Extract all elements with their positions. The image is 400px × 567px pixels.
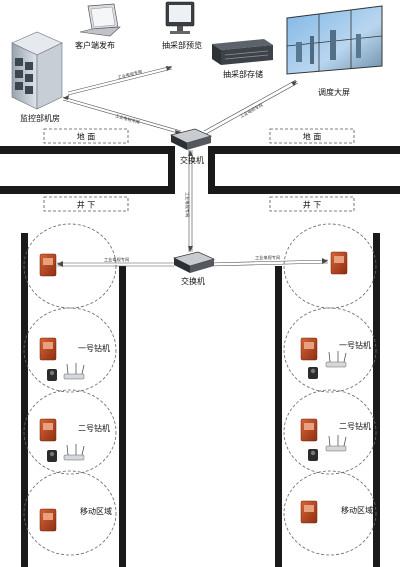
- surface-right-label: 地 面: [303, 132, 322, 142]
- coverage-circle: [283, 307, 377, 393]
- wireless-unit-icon: [300, 337, 318, 361]
- drill2-right-label: 二号钻机: [339, 421, 371, 431]
- tunnel-walls: [21, 233, 380, 567]
- cable-switch-screen: [203, 79, 297, 132]
- client-release-label: 客户端发布: [75, 40, 115, 50]
- storage-device-icon: [212, 39, 273, 65]
- mining-storage-label: 抽采部存储: [223, 69, 263, 79]
- shaft-walls: [0, 146, 400, 194]
- coverage-circle: [23, 389, 117, 475]
- access-point-icon: [63, 444, 85, 461]
- link-label: 工业电视专网: [104, 256, 129, 263]
- switch-mid-label: 交换机: [181, 276, 205, 286]
- access-point-icon: [63, 363, 85, 380]
- wireless-unit-icon: [300, 500, 318, 524]
- mobile-right-label: 移动区域: [341, 505, 373, 515]
- wireless-unit-icon: [300, 418, 318, 442]
- link-label: 工业电视专网: [239, 101, 264, 119]
- coverage-circle: [23, 470, 117, 556]
- drill1-right-label: 一号钻机: [339, 340, 371, 350]
- cable-arrows: [57, 66, 328, 267]
- mobile-left-label: 移动区域: [80, 506, 112, 516]
- access-point-icon: [325, 351, 347, 368]
- drill1-left-label: 一号钻机: [78, 343, 110, 353]
- camera-icon: [47, 450, 57, 462]
- mining-preview-label: 抽采部预览: [162, 40, 202, 50]
- access-point-icon: [325, 435, 347, 452]
- wireless-unit-icon: [39, 508, 57, 532]
- link-label: 工业电视专网: [114, 112, 140, 126]
- laptop-icon: [79, 3, 121, 37]
- drill2-left-label: 二号钻机: [78, 423, 110, 433]
- camera-icon: [308, 367, 318, 379]
- coverage-circles: [23, 223, 377, 556]
- wireless-unit-icon: [39, 253, 57, 277]
- link-label: 工业电视专网: [255, 254, 280, 261]
- dispatch-screen-label: 调度大屏: [318, 87, 350, 97]
- cable-monitor-switch: [62, 96, 182, 132]
- wireless-unit-icon: [39, 337, 57, 361]
- underground-right-label: 井 下: [303, 200, 322, 210]
- link-label: 工业电视专网: [184, 192, 191, 217]
- video-wall-icon: [286, 5, 383, 75]
- coverage-circle: [283, 389, 377, 475]
- switch-icon: [169, 128, 213, 150]
- coverage-circle: [283, 470, 377, 556]
- zone-labels: 地 面 地 面 井 下 井 下: [43, 128, 355, 212]
- coverage-circle: [23, 307, 117, 393]
- link-label: 工业电视专网: [117, 68, 143, 81]
- cable-client-monitor: [67, 65, 173, 93]
- wireless-unit-icon: [330, 251, 348, 275]
- switch-top-label: 交换机: [180, 155, 204, 165]
- camera-icon: [308, 449, 318, 461]
- server-rack-icon: [11, 31, 63, 110]
- monitor-room-label: 监控部机房: [20, 113, 60, 123]
- cable-mid-right: [209, 259, 329, 264]
- switch-icon: [172, 251, 216, 273]
- wireless-unit-icon: [39, 418, 57, 442]
- surface-left-label: 地 面: [77, 132, 96, 142]
- camera-icon: [47, 369, 57, 381]
- underground-left-label: 井 下: [77, 200, 96, 210]
- coverage-circle: [283, 223, 377, 309]
- monitor-icon: [165, 1, 195, 34]
- cables: [57, 65, 329, 267]
